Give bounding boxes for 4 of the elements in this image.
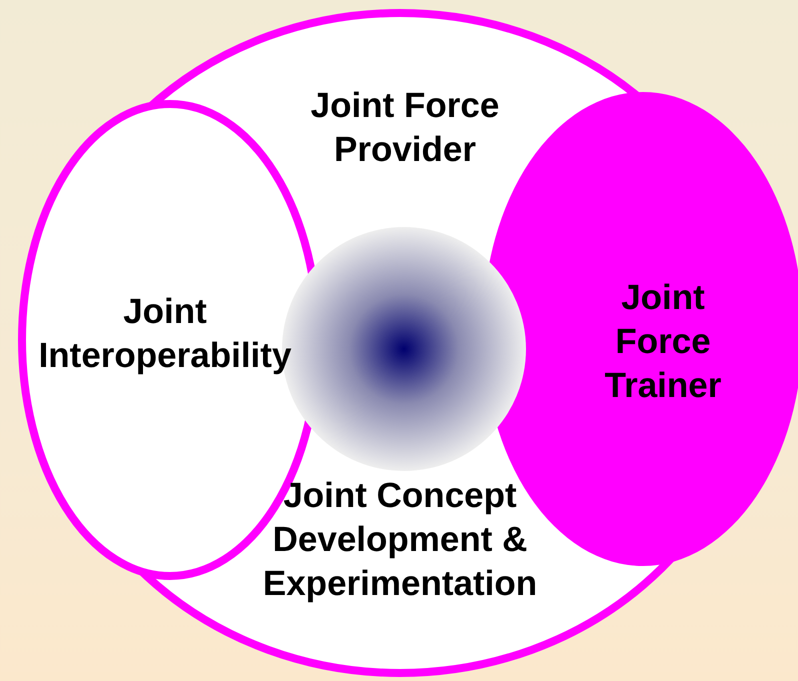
title-text: Joint Force Provider	[310, 85, 500, 171]
body-text: Joint Concept Development & Experimentation	[262, 475, 538, 605]
node-label: Joint Force Trainer	[604, 277, 722, 407]
node-label: Joint Interoperability	[38, 291, 292, 377]
